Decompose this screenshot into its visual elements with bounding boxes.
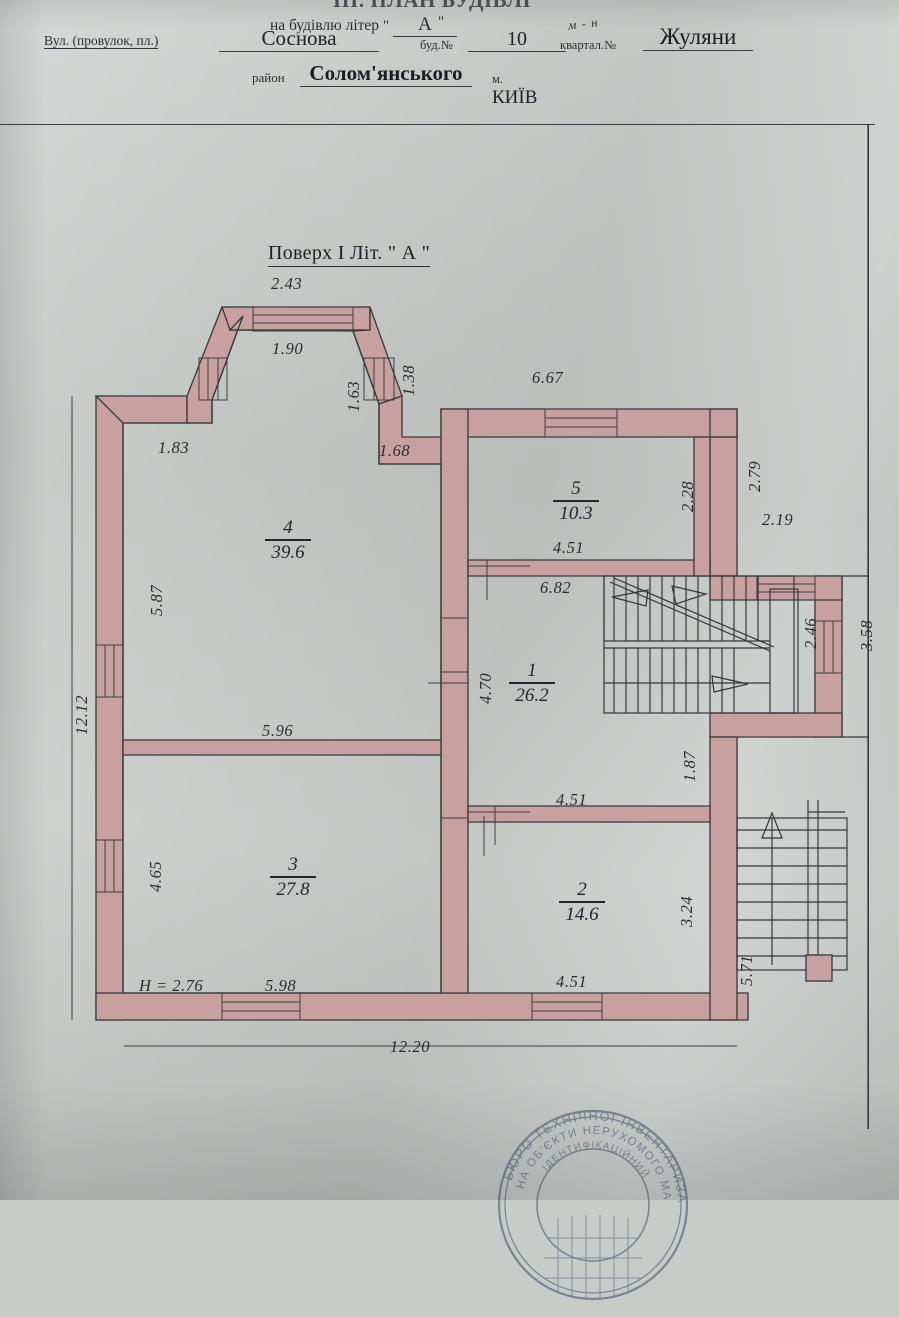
- room-2-label: 2 14.6: [555, 880, 609, 924]
- quarter-value: Жуляни: [643, 24, 753, 51]
- city-line: м. КИЇВ: [492, 72, 537, 109]
- street-value: Соснова: [219, 26, 379, 52]
- ceiling-height-note: H = 2.76: [139, 976, 204, 995]
- dim-room4-bottom: 5.96: [262, 721, 294, 740]
- room-1-area: 26.2: [515, 684, 549, 706]
- dim-right-block: 3.58: [857, 619, 876, 651]
- quarter-line: м - н квартал.№ Жуляни: [560, 14, 753, 53]
- room-4-label: 4 39.6: [261, 518, 315, 562]
- floor-plan: Поверх I Літ. " А " .w { fill:#c9a0a0; s…: [71, 124, 876, 1129]
- dim-corridor-under-room5: 6.82: [540, 578, 572, 597]
- city-label: м.: [492, 72, 504, 86]
- room-5-number: 5: [571, 478, 581, 499]
- dim-room1-left: 4.70: [476, 672, 495, 704]
- dim-room4-top-right: 1.68: [379, 441, 411, 460]
- page-shadow-left: [0, 0, 46, 1200]
- dim-room5-bottom: 4.51: [553, 538, 585, 557]
- dim-stair-inner: 2.46: [801, 617, 820, 649]
- plan-title: Поверх I Літ. " А ": [268, 242, 431, 267]
- room-5-area: 10.3: [559, 502, 593, 524]
- room-1-label: 1 26.2: [505, 661, 559, 705]
- dim-right-lower: 5.71: [737, 954, 756, 986]
- district-line: район Солом'янського м. КИЇВ: [252, 61, 537, 108]
- building-letter-value: А: [392, 14, 457, 37]
- dim-bay-right-diag: 1.38: [399, 364, 418, 396]
- dim-room5-right: 2.28: [678, 480, 697, 512]
- room-3-area: 27.8: [276, 878, 310, 900]
- dim-bay-window: 1.90: [272, 339, 304, 358]
- district-value: Солом'янського: [300, 61, 472, 87]
- dim-room3-left: 4.65: [146, 860, 165, 892]
- header-title-cut: III. ПЛАН БУДІВЛІ: [332, 0, 532, 12]
- dim-right-stair-top: 2.19: [762, 510, 794, 529]
- room-3-number: 3: [288, 854, 298, 875]
- official-stamp: БЮРО ТЕХНІЧНОЇ ІНВЕНТАРИЗАЦІЇ НА ОБ'ЄКТИ…: [481, 1087, 700, 1312]
- room-5-label: 5 10.3: [549, 479, 603, 523]
- dim-left-overall: 12.12: [72, 694, 91, 735]
- page-shadow-bottom: [0, 1080, 899, 1200]
- quote-close: ": [438, 14, 445, 30]
- room-5-divider: [553, 500, 599, 502]
- quarter-label: квартал.№: [560, 38, 617, 52]
- room-3-divider: [270, 876, 316, 878]
- room-4-area: 39.6: [271, 541, 305, 563]
- dim-room3-bottom: 5.98: [265, 976, 297, 995]
- room-1-divider: [509, 682, 555, 684]
- room-3-label: 3 27.8: [266, 855, 320, 899]
- district-label: район: [252, 70, 285, 85]
- dim-bottom-overall: 12.20: [390, 1037, 431, 1056]
- dim-room2-right: 3.24: [677, 895, 696, 927]
- house-line: буд.№ 10: [420, 28, 566, 53]
- room-4-divider: [265, 539, 311, 541]
- room-2-area: 14.6: [565, 903, 599, 925]
- dim-room4-top-left: 1.83: [158, 438, 190, 457]
- dim-room1-bottom: 4.51: [556, 790, 588, 809]
- building-letter-label: на будівлю літер: [270, 17, 380, 34]
- house-value: 10: [468, 28, 566, 52]
- house-label: буд.№: [420, 38, 453, 52]
- dim-bay-left-diag: 1.63: [344, 380, 363, 412]
- document-header: III. ПЛАН БУДІВЛІ на будівлю літер " А "…: [0, 0, 899, 118]
- street-label: Вул. (провулок, пл.): [44, 33, 159, 49]
- room-2-number: 2: [577, 879, 587, 900]
- dim-right-upper: 2.79: [745, 460, 764, 492]
- dim-right-mid: 1.87: [680, 750, 699, 782]
- dim-bay-top: 2.43: [271, 274, 303, 293]
- quote-open: ": [382, 18, 390, 34]
- room-4-number: 4: [283, 517, 293, 538]
- building-letter-line: на будівлю літер " А ": [270, 14, 457, 37]
- room-2-divider: [559, 901, 605, 903]
- dim-room5-top: 6.67: [532, 368, 564, 387]
- header-divider: [0, 124, 875, 125]
- page-shadow-top: [0, 0, 899, 28]
- city-value: КИЇВ: [492, 87, 538, 108]
- dim-room2-bottom: 4.51: [556, 972, 588, 991]
- street-line: Вул. (провулок, пл.) Соснова: [44, 26, 379, 52]
- plan-drawing: .w { fill:#c9a0a0; stroke:#34383b; strok…: [71, 124, 869, 1129]
- dim-room4-left: 5.87: [147, 584, 166, 616]
- room-1-number: 1: [527, 660, 537, 681]
